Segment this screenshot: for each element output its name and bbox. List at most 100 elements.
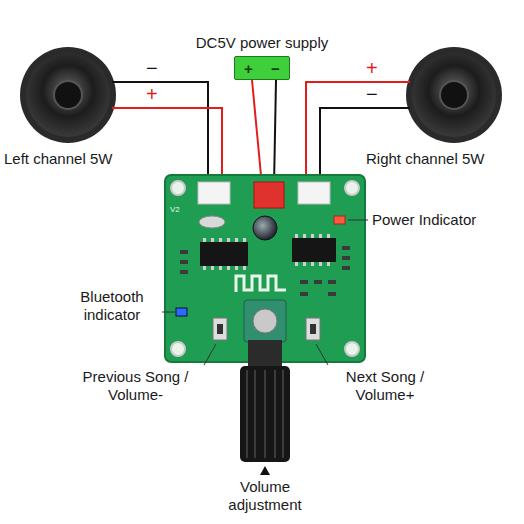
bluetooth-led bbox=[176, 308, 187, 316]
callout-label: Bluetooth indicator bbox=[66, 288, 158, 324]
amplifier-board bbox=[162, 175, 368, 365]
speaker-frame bbox=[406, 47, 502, 143]
leader-line bbox=[316, 344, 328, 365]
polarity-sign: − bbox=[146, 56, 158, 80]
pot-shaft bbox=[253, 309, 277, 333]
leader-line bbox=[204, 344, 216, 365]
pin bbox=[211, 238, 214, 242]
pin bbox=[295, 262, 298, 266]
pin bbox=[295, 234, 298, 238]
speaker-connector bbox=[298, 182, 330, 204]
polarity-sign: − bbox=[366, 82, 378, 106]
pin bbox=[235, 266, 238, 270]
wires bbox=[112, 80, 410, 186]
pin bbox=[219, 266, 222, 270]
rib bbox=[246, 370, 248, 458]
speaker-cone bbox=[26, 53, 110, 137]
mount-hole bbox=[345, 181, 359, 195]
button bbox=[213, 318, 227, 340]
mount-hole bbox=[171, 181, 185, 195]
pin bbox=[303, 234, 306, 238]
leader-line bbox=[162, 312, 175, 313]
wire bbox=[252, 80, 262, 186]
pin bbox=[235, 238, 238, 242]
board-version: V2 bbox=[170, 205, 180, 215]
knob-ribs bbox=[247, 370, 283, 458]
polarity-sign: + bbox=[239, 61, 258, 76]
rib bbox=[264, 370, 266, 458]
polarity-sign: + bbox=[366, 56, 378, 80]
knob-body bbox=[240, 366, 290, 462]
pin bbox=[211, 266, 214, 270]
resistor bbox=[342, 246, 350, 250]
pin bbox=[319, 262, 322, 266]
resistor bbox=[314, 280, 322, 284]
pin bbox=[243, 266, 246, 270]
right-speaker bbox=[406, 47, 502, 143]
resistor bbox=[180, 250, 188, 254]
left-speaker bbox=[20, 47, 116, 143]
pin bbox=[311, 234, 314, 238]
power-connector bbox=[254, 182, 284, 208]
pin bbox=[203, 238, 206, 242]
resistor bbox=[180, 270, 188, 274]
callout-label: Volume adjustment bbox=[215, 478, 315, 514]
pin bbox=[319, 234, 322, 238]
callout-label: Previous Song / Volume- bbox=[73, 368, 198, 404]
resistor bbox=[328, 280, 336, 284]
resistor bbox=[300, 280, 308, 284]
pin bbox=[327, 262, 330, 266]
speaker-dustcap bbox=[440, 81, 468, 109]
wire bbox=[274, 80, 276, 186]
rib bbox=[274, 370, 276, 458]
button-cap bbox=[217, 324, 223, 334]
resistor bbox=[328, 292, 336, 296]
pin bbox=[303, 262, 306, 266]
button bbox=[306, 318, 320, 340]
mount-hole bbox=[171, 342, 185, 356]
pin bbox=[327, 234, 330, 238]
button-cap bbox=[310, 324, 316, 334]
capacitor bbox=[253, 216, 277, 240]
pointer-triangle bbox=[260, 466, 270, 475]
chip bbox=[200, 242, 248, 266]
pin bbox=[243, 238, 246, 242]
rib bbox=[254, 370, 256, 458]
pin bbox=[203, 266, 206, 270]
power-led bbox=[334, 216, 345, 224]
power-plug: +− bbox=[234, 56, 290, 80]
resistor bbox=[342, 266, 350, 270]
pin bbox=[311, 262, 314, 266]
resistor bbox=[342, 256, 350, 260]
speaker-dustcap bbox=[54, 81, 82, 109]
polarity-sign: − bbox=[266, 61, 285, 76]
pin bbox=[227, 238, 230, 242]
bt-antenna bbox=[236, 276, 286, 292]
resistor bbox=[180, 260, 188, 264]
pcb bbox=[165, 175, 365, 362]
wire bbox=[306, 82, 410, 186]
title-label: DC5V power supply bbox=[162, 34, 362, 52]
pin bbox=[219, 238, 222, 242]
speaker-frame bbox=[20, 47, 116, 143]
knob-neck bbox=[248, 340, 282, 368]
smd-parts bbox=[180, 246, 350, 296]
polarity-sign: + bbox=[146, 82, 158, 106]
potentiometer bbox=[244, 300, 286, 342]
callout-label: Next Song / Volume+ bbox=[330, 368, 440, 404]
crystal bbox=[199, 216, 225, 228]
pin bbox=[227, 266, 230, 270]
volume-knob bbox=[240, 340, 290, 475]
leader-line bbox=[348, 220, 368, 221]
chip-pins bbox=[203, 234, 330, 270]
speaker-cone bbox=[412, 53, 496, 137]
wire bbox=[112, 82, 208, 186]
rib bbox=[282, 370, 284, 458]
chip bbox=[292, 238, 336, 262]
channel-label: Right channel 5W bbox=[366, 150, 484, 168]
callout-label: Power Indicator bbox=[372, 211, 476, 229]
channel-label: Left channel 5W bbox=[4, 150, 112, 168]
mount-hole bbox=[345, 342, 359, 356]
resistor bbox=[300, 292, 308, 296]
